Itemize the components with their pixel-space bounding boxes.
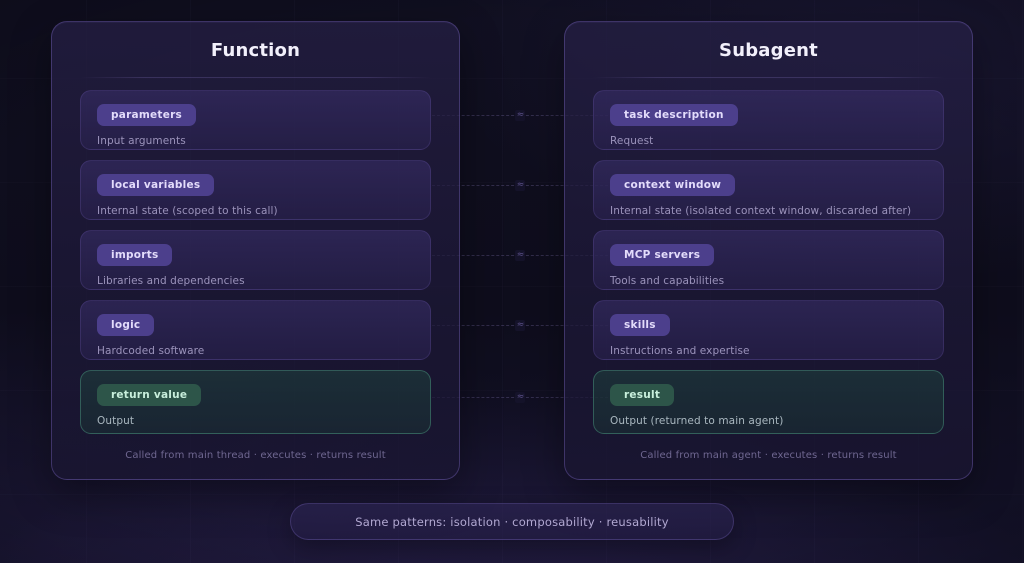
badge-skills: skills: [610, 314, 670, 336]
badge-local-variables: local variables: [97, 174, 215, 196]
summary-pill-label: Same patterns: isolation · composability…: [355, 514, 669, 529]
connector-row-4: ≈: [432, 318, 608, 332]
panel-note-function: Called from main thread · executes · ret…: [125, 450, 386, 461]
card-desc-result: Output (returned to main agent): [610, 415, 784, 427]
panel-note-subagent: Called from main agent · executes · retu…: [640, 450, 897, 461]
card-list-function: parameters Input arguments local variabl…: [80, 90, 431, 434]
card-task-description[interactable]: task description Request: [593, 90, 944, 150]
connector-row-3: ≈: [432, 248, 608, 262]
card-desc-task-description: Request: [610, 135, 654, 147]
card-result[interactable]: result Output (returned to main agent): [593, 370, 944, 434]
card-desc-skills: Instructions and expertise: [610, 345, 750, 357]
badge-task-description: task description: [610, 104, 738, 126]
panel-function: Function parameters Input arguments loca…: [51, 21, 460, 480]
card-list-subagent: task description Request context window …: [593, 90, 944, 434]
card-local-variables[interactable]: local variables Internal state (scoped t…: [80, 160, 431, 220]
panel-subagent: Subagent task description Request contex…: [564, 21, 973, 480]
card-desc-logic: Hardcoded software: [97, 345, 205, 357]
card-desc-parameters: Input arguments: [97, 135, 186, 147]
connector-row-1: ≈: [432, 108, 608, 122]
connector-marker-icon: ≈: [514, 179, 526, 191]
connector-row-5: ≈: [432, 390, 608, 404]
card-imports[interactable]: imports Libraries and dependencies: [80, 230, 431, 290]
card-context-window[interactable]: context window Internal state (isolated …: [593, 160, 944, 220]
card-desc-mcp-servers: Tools and capabilities: [610, 275, 725, 287]
panel-title-subagent: Subagent: [719, 40, 818, 61]
summary-pill: Same patterns: isolation · composability…: [290, 503, 734, 540]
badge-imports: imports: [97, 244, 173, 266]
card-parameters[interactable]: parameters Input arguments: [80, 90, 431, 150]
panel-title-function: Function: [210, 40, 301, 61]
card-desc-return-value: Output: [97, 415, 135, 427]
badge-logic: logic: [97, 314, 155, 336]
panel-divider: [593, 77, 944, 78]
card-return-value[interactable]: return value Output: [80, 370, 431, 434]
badge-return-value: return value: [97, 384, 202, 406]
connector-marker-icon: ≈: [514, 319, 526, 331]
card-skills[interactable]: skills Instructions and expertise: [593, 300, 944, 360]
card-logic[interactable]: logic Hardcoded software: [80, 300, 431, 360]
panel-divider: [80, 77, 431, 78]
badge-mcp-servers: MCP servers: [610, 244, 715, 266]
badge-context-window: context window: [610, 174, 736, 196]
connector-marker-icon: ≈: [514, 109, 526, 121]
connector-marker-icon: ≈: [514, 391, 526, 403]
badge-result: result: [610, 384, 675, 406]
card-desc-imports: Libraries and dependencies: [97, 275, 245, 287]
badge-parameters: parameters: [97, 104, 196, 126]
connector-marker-icon: ≈: [514, 249, 526, 261]
card-desc-local-variables: Internal state (scoped to this call): [97, 205, 278, 217]
card-mcp-servers[interactable]: MCP servers Tools and capabilities: [593, 230, 944, 290]
connector-row-2: ≈: [432, 178, 608, 192]
card-desc-context-window: Internal state (isolated context window,…: [610, 205, 912, 217]
